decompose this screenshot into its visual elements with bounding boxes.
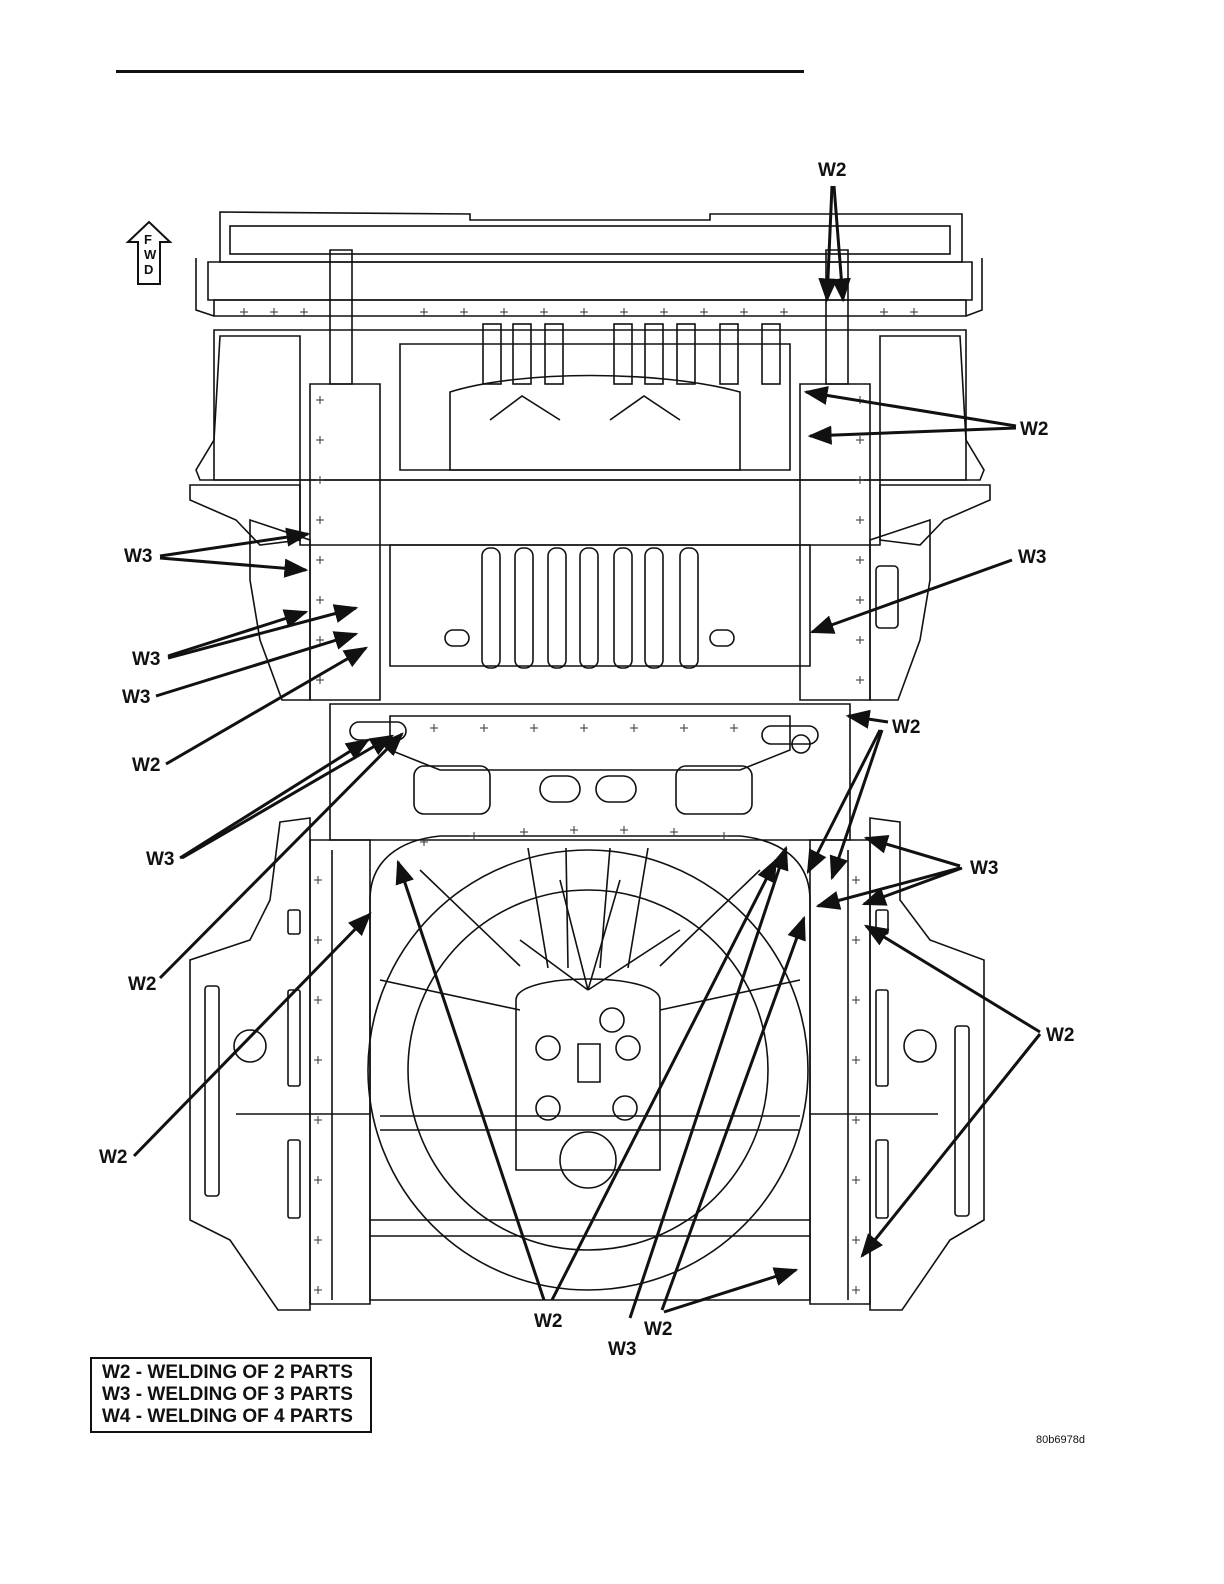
callout-label: W2	[99, 1148, 128, 1168]
callout-label: W3	[124, 547, 153, 567]
callout-label: W2	[644, 1320, 673, 1340]
callout-label: W3	[146, 850, 175, 870]
weld-legend: W2 - WELDING OF 2 PARTS W3 - WELDING OF …	[90, 1357, 372, 1433]
legend-entry-w2: W2 - WELDING OF 2 PARTS	[102, 1362, 370, 1384]
callout-label: W3	[970, 859, 999, 879]
callout-label: W2	[892, 718, 921, 738]
callout-label: W2	[1046, 1026, 1075, 1046]
callout-label: W3	[132, 650, 161, 670]
callout-label: W3	[608, 1340, 637, 1360]
callout-label: W2	[132, 756, 161, 776]
callout-label: W2	[534, 1312, 563, 1332]
callout-label: W3	[1018, 548, 1047, 568]
callout-label: W2	[1020, 420, 1049, 440]
legend-entry-w3: W3 - WELDING OF 3 PARTS	[102, 1384, 370, 1406]
weld-point-marks	[240, 308, 918, 1294]
figure-id: 80b6978d	[1036, 1434, 1085, 1446]
callout-leader-lines	[134, 186, 1040, 1318]
callout-label: W3	[122, 688, 151, 708]
callout-label: W2	[128, 975, 157, 995]
legend-entry-w4: W4 - WELDING OF 4 PARTS	[102, 1406, 370, 1428]
callout-label: W2	[818, 161, 847, 181]
